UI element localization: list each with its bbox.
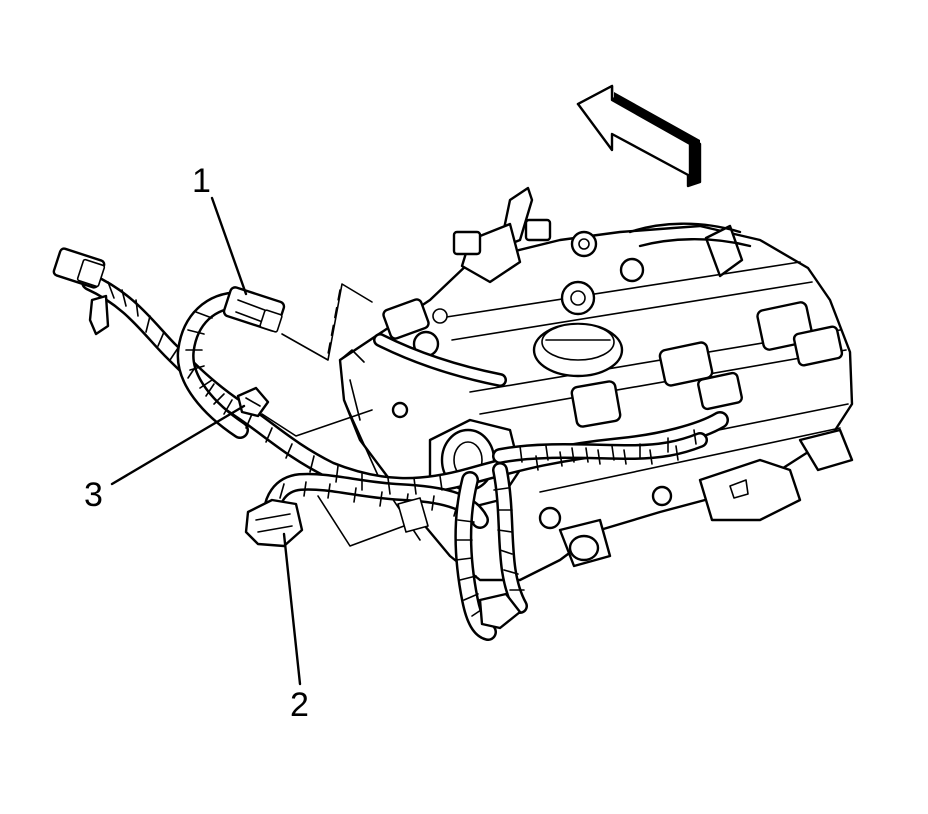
callout-label-1: 1 [192,162,211,200]
callout-2-connector [244,497,429,548]
front-direction-arrow-icon [576,84,702,188]
callout-3-clip [236,386,270,418]
harness-end-connector [52,247,110,336]
routing-lines [261,283,405,547]
leader-lines [110,196,302,686]
wiring-harness [52,247,729,641]
callout-label-3: 3 [84,476,103,514]
callout-1-connector [222,286,286,333]
callout-label-2: 2 [290,686,309,724]
